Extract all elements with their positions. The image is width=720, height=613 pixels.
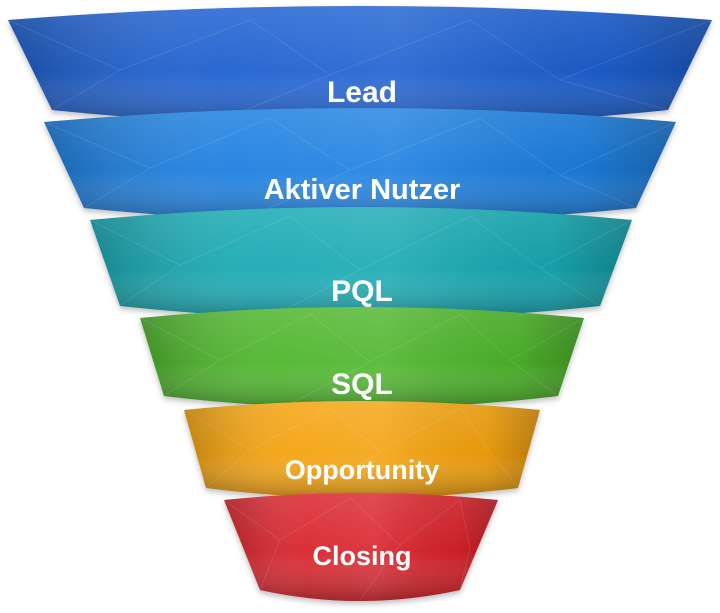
stage-lead: Lead <box>7 6 713 126</box>
stage-pql-label: PQL <box>331 275 393 308</box>
stage-aktiver-nutzer-label: Aktiver Nutzer <box>264 174 461 206</box>
stage-opportunity: Opportunity <box>183 401 540 498</box>
stage-sql: SQL <box>139 307 585 408</box>
stage-opportunity-shade-v <box>184 401 540 498</box>
stage-sql-label: SQL <box>331 368 393 401</box>
stage-pql: PQL <box>89 207 633 319</box>
stage-pql-facets <box>89 215 633 319</box>
stage-closing: Closing <box>223 493 498 601</box>
stage-closing-shade-v <box>224 493 498 601</box>
stage-lead-shade-v <box>8 6 712 126</box>
stage-aktiver-nutzer-shade-v <box>44 108 676 222</box>
stage-closing-facets <box>223 497 471 601</box>
stage-aktiver-nutzer: Aktiver Nutzer <box>43 108 677 223</box>
stage-pql-shade-v <box>90 207 632 319</box>
stage-sql-facets <box>139 313 585 405</box>
stage-opportunity-facets <box>183 407 519 495</box>
stage-closing-label: Closing <box>313 541 412 571</box>
stage-lead-facets <box>7 19 713 126</box>
stage-opportunity-label: Opportunity <box>285 455 439 485</box>
stage-lead-label: Lead <box>327 76 397 109</box>
stage-aktiver-nutzer-facets <box>43 117 677 223</box>
stage-sql-shade-v <box>140 307 584 408</box>
